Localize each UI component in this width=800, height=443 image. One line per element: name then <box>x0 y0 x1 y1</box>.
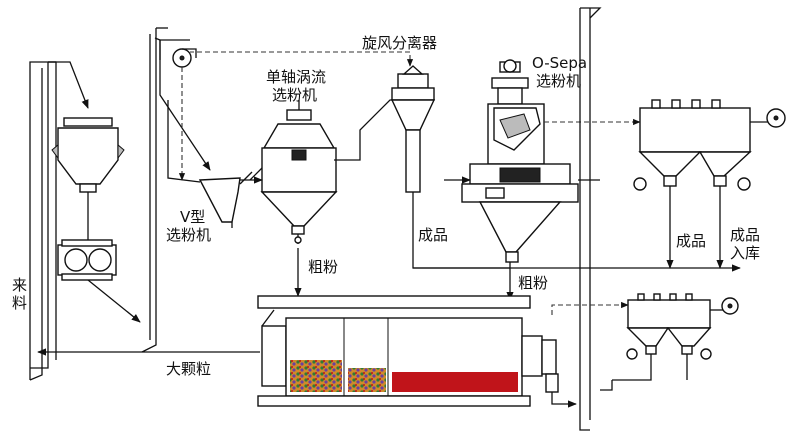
press-to-elevator-line <box>87 279 141 323</box>
filter-return-line <box>600 380 613 391</box>
label-v-sep-1: V型 <box>180 208 205 226</box>
label-v-sep-2: 选粉机 <box>166 226 211 244</box>
label-coarse-2: 粗粉 <box>518 274 548 292</box>
label-single-shaft-2: 选粉机 <box>272 86 317 104</box>
bag-filter-bottom <box>612 293 739 381</box>
vortex-to-cyclone-line <box>334 99 398 161</box>
bucket-elevator-left <box>29 61 57 381</box>
osepa-separator <box>461 59 579 263</box>
label-osepa-2: 选粉机 <box>536 72 581 90</box>
ball-mill <box>257 295 577 408</box>
label-product-store-1: 成品 <box>730 226 760 244</box>
mill-to-filter-line <box>551 301 629 315</box>
v-separator <box>159 40 253 223</box>
bucket-elevator-middle <box>141 27 168 353</box>
feed-hopper <box>51 117 125 210</box>
bag-filter-top <box>633 99 786 269</box>
bucket-elevator-right <box>579 7 602 431</box>
feed-line <box>48 61 89 109</box>
elevator-top <box>154 37 161 41</box>
label-coarse-1: 粗粉 <box>308 258 338 276</box>
label-feed-1: 来 <box>12 276 27 294</box>
v-to-vortex-line <box>249 167 263 181</box>
label-product-1: 成品 <box>418 226 448 244</box>
label-cyclone: 旋风分离器 <box>362 34 437 52</box>
label-single-shaft-1: 单轴涡流 <box>266 68 326 86</box>
single-shaft-separator <box>260 100 338 244</box>
roller-press <box>57 210 117 281</box>
label-large-particles: 大颗粒 <box>166 360 211 378</box>
air-loop-top <box>190 51 414 67</box>
label-osepa-1: O-Sepa <box>532 54 587 72</box>
label-feed-2: 料 <box>12 294 27 312</box>
label-product-2: 成品 <box>676 232 706 250</box>
cyclone <box>390 65 436 193</box>
label-product-store-2: 入库 <box>730 244 760 262</box>
